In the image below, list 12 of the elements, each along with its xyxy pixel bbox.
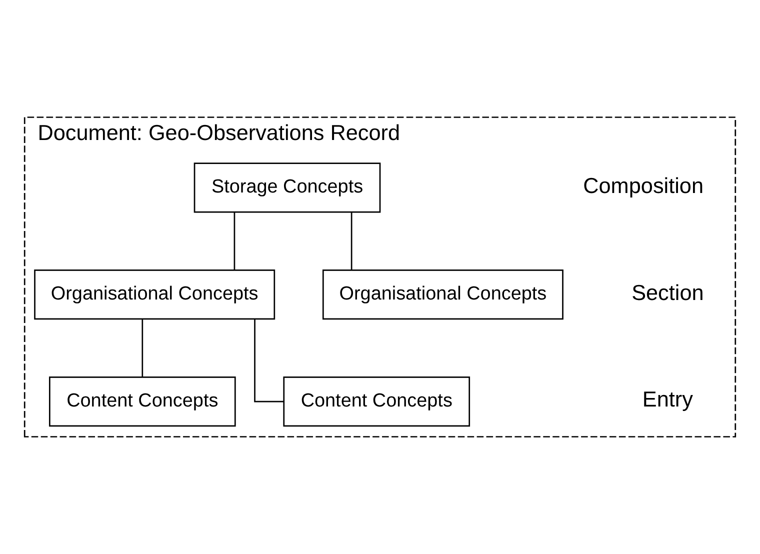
connector — [350, 212, 352, 270]
connector — [142, 319, 144, 377]
node-box: Organisational Concepts — [34, 270, 276, 320]
connector — [234, 212, 236, 270]
node-box: Storage Concepts — [194, 162, 381, 213]
connector — [254, 319, 284, 402]
node-box: Organisational Concepts — [322, 270, 564, 320]
label: Composition — [583, 172, 704, 198]
label: Entry — [642, 386, 693, 412]
node-box: Content Concepts — [48, 376, 236, 427]
label: Section — [632, 280, 704, 305]
node-box: Content Concepts — [283, 376, 470, 427]
